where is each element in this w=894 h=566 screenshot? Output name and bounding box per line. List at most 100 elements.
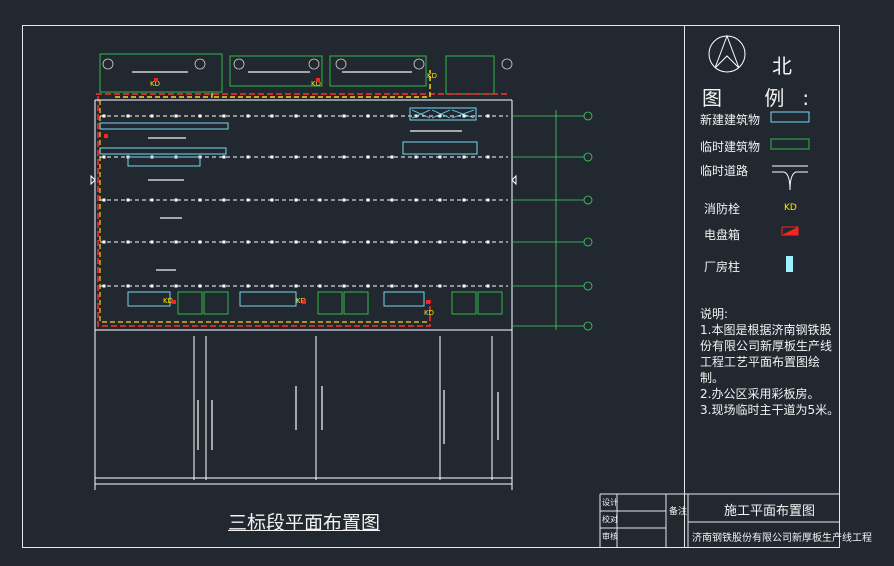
column-mark — [150, 114, 154, 118]
tree-icon — [413, 58, 425, 70]
legend-temp-road: 临时道路 — [700, 164, 749, 178]
column-mark — [198, 114, 202, 118]
column-mark — [342, 240, 346, 244]
column-mark — [126, 114, 130, 118]
column-mark — [486, 240, 490, 244]
column-mark — [438, 114, 442, 118]
svg-text:KD: KD — [150, 80, 160, 88]
temp-building-top-2 — [229, 55, 323, 87]
column-mark — [318, 240, 322, 244]
title-block-drawing-name: 施工平面布置图 — [724, 504, 816, 519]
column-mark — [486, 155, 490, 159]
compass-icon — [708, 34, 746, 73]
tree-icon — [335, 58, 347, 70]
column-mark — [486, 198, 490, 202]
column-mark — [126, 284, 130, 288]
panel-box-icon — [781, 226, 799, 236]
column-mark — [102, 155, 106, 159]
column-mark — [246, 198, 250, 202]
legend-hydrant: 消防栓 — [704, 202, 741, 216]
column-mark — [462, 114, 466, 118]
new-building — [239, 291, 297, 307]
column-mark — [294, 198, 298, 202]
new-building — [127, 291, 171, 307]
svg-text:KD: KD — [296, 297, 306, 305]
tree-icon — [501, 58, 513, 70]
legend-divider — [684, 25, 685, 548]
legend-column: 厂房柱 — [704, 260, 741, 274]
new-building — [127, 156, 201, 167]
legend-panel-box: 电盘箱 — [704, 228, 741, 242]
hydrant-icon: KD — [784, 203, 797, 213]
column-mark — [222, 198, 226, 202]
new-building — [402, 141, 478, 155]
svg-text:KD: KD — [424, 309, 434, 317]
plan-title: 三标段平面布置图 — [228, 512, 381, 534]
column-mark — [390, 284, 394, 288]
column-mark — [390, 198, 394, 202]
column-mark — [246, 240, 250, 244]
column-mark — [174, 240, 178, 244]
column-mark — [462, 155, 466, 159]
boundary-left — [97, 96, 431, 327]
column-mark — [102, 240, 106, 244]
new-building — [409, 107, 477, 121]
column-mark — [150, 198, 154, 202]
svg-text:KD: KD — [427, 72, 437, 80]
tree-icon — [194, 58, 206, 70]
title-block-row: 校对 — [602, 515, 618, 524]
column-mark — [438, 155, 442, 159]
north-label: 北 — [772, 54, 792, 78]
column-mark — [390, 240, 394, 244]
svg-text:KD: KD — [163, 297, 173, 305]
notes-heading: 说明: — [700, 307, 729, 321]
column-mark — [342, 155, 346, 159]
column-mark — [414, 198, 418, 202]
column-mark — [342, 198, 346, 202]
column-mark — [270, 198, 274, 202]
column-mark — [150, 284, 154, 288]
column-mark — [318, 284, 322, 288]
column-icon — [786, 256, 793, 272]
column-mark — [438, 198, 442, 202]
tree-icon — [102, 58, 114, 70]
column-mark — [270, 155, 274, 159]
legend-temp-building: 临时建筑物 — [700, 140, 761, 154]
title-block-remark: 备注 — [669, 507, 688, 517]
column-mark — [222, 284, 226, 288]
column-mark — [486, 284, 490, 288]
svg-text:KD: KD — [311, 80, 321, 88]
column-mark — [294, 240, 298, 244]
column-mark — [294, 114, 298, 118]
column-mark — [390, 155, 394, 159]
column-mark — [342, 114, 346, 118]
column-mark — [174, 114, 178, 118]
column-mark — [366, 114, 370, 118]
column-mark — [270, 114, 274, 118]
title-block-project: 济南钢铁股份有限公司新厚板生产线工程 — [692, 533, 872, 544]
column-mark — [222, 155, 226, 159]
new-building — [99, 147, 227, 155]
column-mark — [366, 198, 370, 202]
column-mark — [198, 198, 202, 202]
column-mark — [270, 240, 274, 244]
column-mark — [414, 155, 418, 159]
column-mark — [102, 284, 106, 288]
column-mark — [270, 284, 274, 288]
column-mark — [462, 198, 466, 202]
column-mark — [126, 240, 130, 244]
tree-icon — [233, 58, 245, 70]
fence-left — [99, 100, 430, 323]
drawing-frame — [22, 25, 840, 548]
tree-icon — [308, 58, 320, 70]
new-building — [99, 122, 229, 130]
notes: 说明: 1.本图是根据济南钢铁股份有限公司新厚板生产线工程工艺平面布置图绘制。 … — [700, 306, 840, 418]
column-mark — [342, 284, 346, 288]
title-block-row: 设计 — [602, 498, 618, 507]
column-mark — [150, 240, 154, 244]
column-mark — [414, 240, 418, 244]
column-mark — [318, 155, 322, 159]
column-mark — [366, 240, 370, 244]
column-mark — [318, 198, 322, 202]
column-mark — [174, 198, 178, 202]
